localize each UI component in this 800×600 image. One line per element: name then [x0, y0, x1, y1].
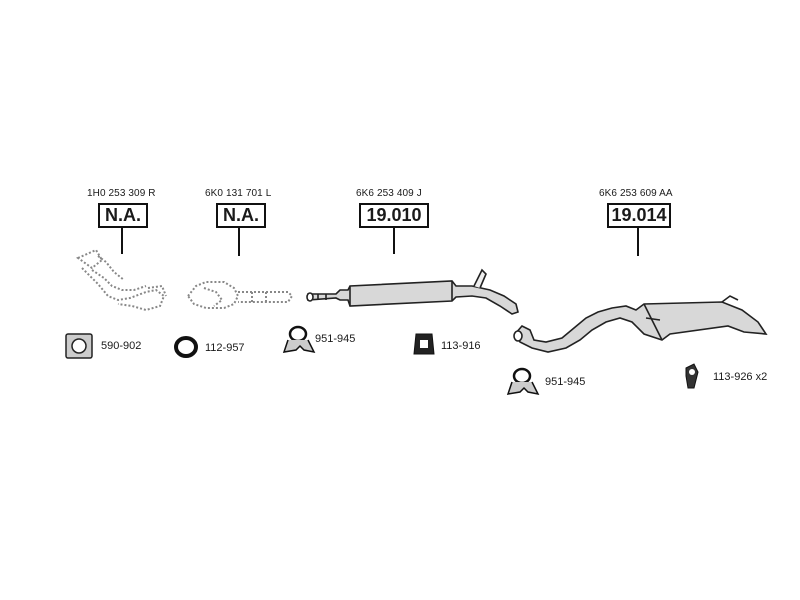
leader-line-front-pipe: [121, 228, 123, 254]
rubber-hanger-icon: [413, 333, 435, 355]
ref-box-catalyst[interactable]: N.A.: [216, 203, 266, 228]
oem-number-middle-silencer: 6K6 253 409 J: [356, 188, 422, 199]
ring-gasket-icon: [174, 336, 198, 358]
accessory-label-113-916: 113-916: [441, 340, 481, 352]
ref-box-front-pipe[interactable]: N.A.: [98, 203, 148, 228]
oem-number-catalyst: 6K0 131 701 L: [205, 188, 272, 199]
oem-number-front-pipe: 1H0 253 309 R: [87, 188, 156, 199]
accessory-label-113-926: 113-926 x2: [713, 371, 768, 383]
accessory-label-590-902: 590-902: [101, 340, 142, 352]
front-pipe-drawing[interactable]: [75, 248, 167, 312]
leader-line-rear-silencer: [637, 228, 639, 256]
middle-silencer-drawing[interactable]: [306, 268, 519, 315]
oem-number-rear-silencer: 6K6 253 609 AA: [599, 188, 673, 199]
accessory-label-112-957: 112-957: [205, 342, 245, 354]
rear-silencer-drawing[interactable]: [513, 295, 768, 353]
rubber-mount-icon: [685, 363, 699, 389]
clamp-icon-2: [506, 367, 540, 396]
catalyst-drawing[interactable]: [186, 281, 294, 309]
flange-gasket-icon: [65, 333, 93, 359]
leader-line-middle-silencer: [393, 228, 395, 254]
accessory-label-951-945-rear: 951-945: [545, 376, 586, 388]
clamp-icon: [282, 325, 316, 354]
accessory-label-951-945: 951-945: [315, 333, 356, 345]
ref-box-middle-silencer[interactable]: 19.010: [359, 203, 429, 228]
leader-line-catalyst: [238, 228, 240, 256]
ref-box-rear-silencer[interactable]: 19.014: [607, 203, 671, 228]
